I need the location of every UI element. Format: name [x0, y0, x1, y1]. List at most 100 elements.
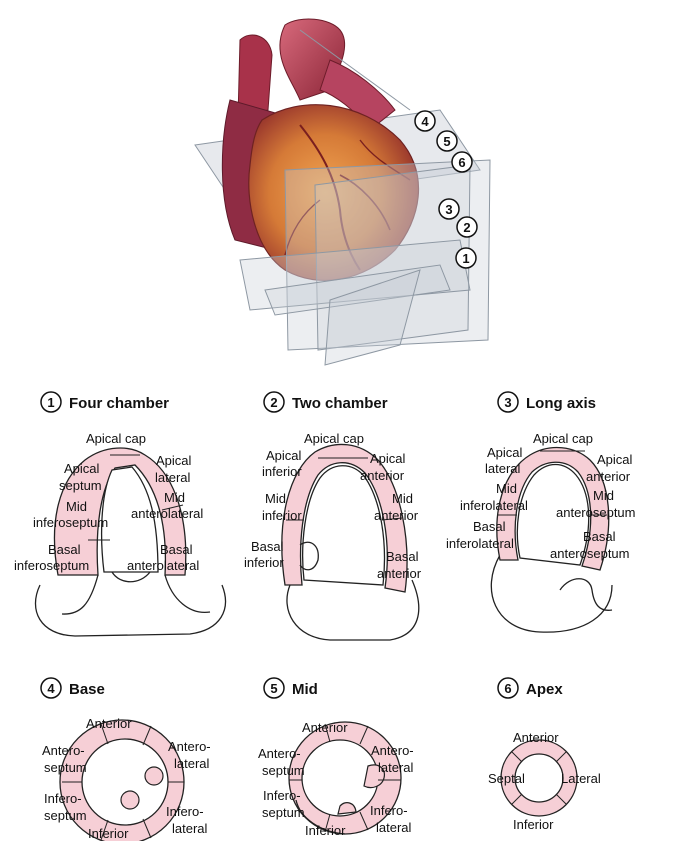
segment-label: Apical [370, 451, 406, 466]
segment-label: inferior [262, 508, 302, 523]
segment-label: inferolateral [460, 498, 528, 513]
segment-label: Septal [488, 771, 525, 786]
segment-label: Mid [66, 499, 87, 514]
segment-label: Mid [496, 481, 517, 496]
segment-label: Inferior [513, 817, 554, 832]
segment-label: anterior [374, 508, 419, 523]
svg-text:2: 2 [270, 395, 277, 410]
segment-label: anterior [586, 469, 631, 484]
svg-text:5: 5 [270, 681, 277, 696]
segment-label: lateral [174, 756, 210, 771]
view-title-long-axis: 3 Long axis [498, 392, 596, 412]
segment-label: Basal [251, 539, 284, 554]
segment-label: inferior [262, 464, 302, 479]
segment-label: Basal [473, 519, 506, 534]
view-title-two-chamber: 2 Two chamber [264, 392, 388, 412]
segment-label: Antero- [42, 743, 85, 758]
slice-marker-2: 2 [457, 217, 477, 237]
segment-label: Mid [164, 490, 185, 505]
view-base: 4 Base Anterior Antero- septum Antero- l… [41, 678, 211, 841]
segment-label: anterolateral [131, 506, 203, 521]
segment-label: Infero- [166, 804, 204, 819]
svg-text:6: 6 [504, 681, 511, 696]
view-mid: 5 Mid Anterior Antero- septum Antero- la… [258, 678, 414, 838]
segment-label: inferior [244, 555, 284, 570]
view-title-four-chamber: 1 Four chamber [41, 392, 169, 412]
view-title-apex: 6 Apex [498, 678, 563, 698]
svg-text:3: 3 [445, 202, 452, 217]
svg-text:Apex: Apex [526, 681, 563, 698]
segment-label: Apical [487, 445, 523, 460]
segment-label: Basal [386, 549, 419, 564]
svg-text:1: 1 [462, 251, 469, 266]
svg-text:4: 4 [47, 681, 55, 696]
segment-label: inferoseptum [14, 558, 89, 573]
segment-label: Apical [156, 453, 192, 468]
segment-label: anterior [360, 468, 405, 483]
segment-label: Antero- [371, 743, 414, 758]
segment-label: Mid [265, 491, 286, 506]
segment-label: Apical cap [86, 431, 146, 446]
segment-label: anterolateral [127, 558, 199, 573]
segment-label: lateral [172, 821, 208, 836]
svg-text:Long axis: Long axis [526, 395, 596, 412]
segment-label: septum [44, 808, 87, 823]
view-title-base: 4 Base [41, 678, 105, 698]
segment-label: Mid [593, 488, 614, 503]
svg-text:6: 6 [458, 155, 465, 170]
segment-label: lateral [485, 461, 521, 476]
segment-label: septum [44, 760, 87, 775]
svg-text:2: 2 [463, 220, 470, 235]
segment-label: Mid [392, 491, 413, 506]
segment-label: Infero- [370, 803, 408, 818]
segment-label: Anterior [302, 720, 348, 735]
segment-label: lateral [155, 470, 191, 485]
segment-label: septum [262, 805, 305, 820]
segment-label: Infero- [263, 788, 301, 803]
segment-label: anterior [377, 566, 422, 581]
segment-label: Basal [583, 529, 616, 544]
view-title-mid: 5 Mid [264, 678, 318, 698]
view-two-chamber: 2 Two chamber Apical cap Apical inferior… [244, 392, 422, 640]
slice-marker-1: 1 [456, 248, 476, 268]
segment-label: Inferior [305, 823, 346, 838]
svg-text:4: 4 [421, 114, 429, 129]
segment-label: lateral [376, 820, 412, 835]
slice-marker-4: 4 [415, 111, 435, 131]
svg-text:1: 1 [47, 395, 54, 410]
segment-label: Basal [160, 542, 193, 557]
svg-text:Mid: Mid [292, 681, 318, 698]
segment-label: septum [59, 478, 102, 493]
segment-label: lateral [378, 760, 414, 775]
segment-label: Inferior [88, 826, 129, 841]
segment-label: Apical [64, 461, 100, 476]
svg-text:Base: Base [69, 681, 105, 698]
segment-label: anteroseptum [556, 505, 636, 520]
svg-text:Four chamber: Four chamber [69, 395, 169, 412]
segment-label: anteroseptum [550, 546, 630, 561]
segment-label: Apical [266, 448, 302, 463]
segment-label: Antero- [168, 739, 211, 754]
slice-marker-6: 6 [452, 152, 472, 172]
segment-label: septum [262, 763, 305, 778]
segment-label: Apical cap [533, 431, 593, 446]
segment-label: inferolateral [446, 536, 514, 551]
view-long-axis: 3 Long axis Apical cap Apical lateral Ap… [446, 392, 636, 632]
segment-label: inferoseptum [33, 515, 108, 530]
view-four-chamber: 1 Four chamber Apical cap Apical septum … [14, 392, 225, 636]
svg-text:5: 5 [443, 134, 450, 149]
slice-marker-5: 5 [437, 131, 457, 151]
segment-label: Basal [48, 542, 81, 557]
segment-label: Infero- [44, 791, 82, 806]
segment-label: Lateral [561, 771, 601, 786]
segment-label: Apical [597, 452, 633, 467]
segment-label: Anterior [86, 716, 132, 731]
segment-label: Apical cap [304, 431, 364, 446]
slice-marker-3: 3 [439, 199, 459, 219]
heart-illustration [195, 19, 490, 365]
view-apex: 6 Apex Anterior Septal Lateral Inferior [488, 678, 601, 832]
segment-label: Anterior [513, 730, 559, 745]
svg-text:3: 3 [504, 395, 511, 410]
svg-text:Two chamber: Two chamber [292, 395, 388, 412]
